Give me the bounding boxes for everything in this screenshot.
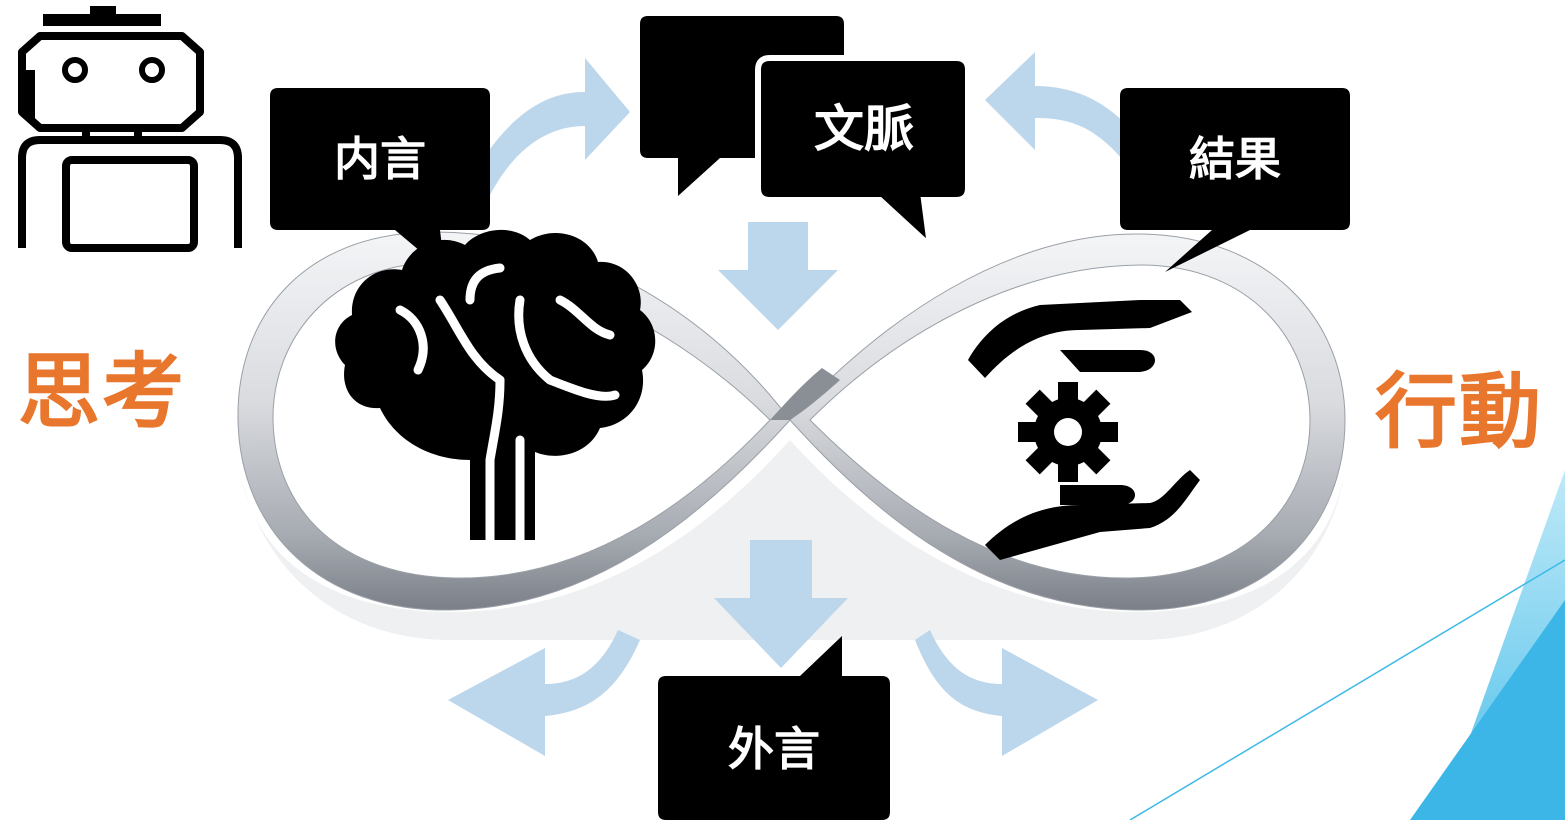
bubble-label-context: 文脈	[814, 100, 914, 158]
corner-line	[1129, 559, 1565, 820]
bubble-context	[755, 55, 971, 254]
down-arrow-bottom	[714, 540, 848, 668]
upper-hand	[968, 300, 1192, 378]
curved-arrow-inner-to-context	[468, 58, 630, 195]
bubble-label-result: 結果	[1189, 132, 1281, 186]
corner-triangle-dark	[1410, 600, 1565, 820]
ribbon-twist	[770, 368, 840, 420]
gear-icon	[1018, 382, 1118, 482]
bubble-result	[1120, 88, 1350, 272]
hands-gear-icon	[968, 300, 1200, 560]
bubble-inner-speech	[270, 88, 490, 272]
label-thinking: 思考	[18, 345, 187, 440]
curved-arrow-down-right	[915, 630, 1098, 756]
flow-arrows	[448, 52, 1158, 756]
brain-icon	[335, 229, 656, 545]
curved-arrow-down-left	[448, 630, 640, 756]
bubble-label-inner-speech: 内言	[334, 132, 426, 186]
robot-icon	[18, 6, 242, 252]
curved-arrow-result-to-context	[985, 52, 1158, 182]
down-arrow-top	[718, 222, 838, 330]
bubble-label-outer-speech: 外言	[728, 722, 820, 776]
corner-decoration	[1129, 470, 1565, 820]
label-action: 行動	[1375, 365, 1544, 460]
lower-hand	[985, 470, 1200, 560]
bubble-outer-speech	[658, 636, 890, 820]
